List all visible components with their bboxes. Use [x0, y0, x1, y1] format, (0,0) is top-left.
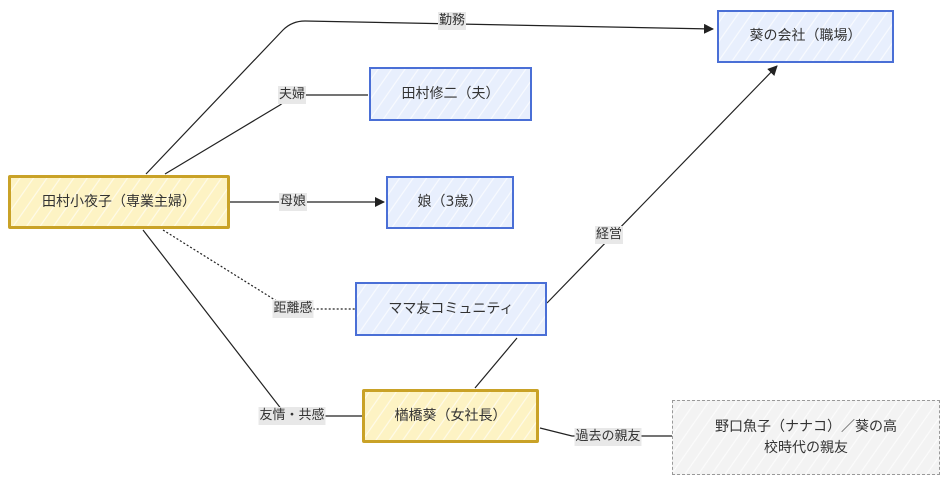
edge-fuufu: [164, 94, 368, 175]
edge-label-kako: 過去の親友: [574, 428, 642, 446]
node-shuji[interactable]: 田村修二（夫）: [369, 67, 532, 121]
node-sayoko-label: 田村小夜子（専業主婦）: [42, 193, 196, 210]
node-company-label: 葵の会社（職場）: [749, 28, 862, 44]
node-nanako-label: 野口魚子（ナナコ）／葵の高校時代の親友: [715, 418, 897, 456]
edge-label-kinmu: 勤務: [437, 12, 467, 30]
node-nanako[interactable]: 野口魚子（ナナコ）／葵の高校時代の親友: [672, 400, 940, 475]
edge-yuujou: [142, 229, 362, 417]
edge-label-fuufu: 夫婦: [277, 86, 307, 104]
edge-kinmu: [145, 20, 714, 175]
edge-label-boujou: 母娘: [278, 193, 308, 211]
node-shuji-label: 田村修二（夫）: [401, 85, 500, 102]
edge-label-yuujou: 友情・共感: [258, 407, 326, 425]
node-daughter[interactable]: 娘（3歳）: [386, 176, 514, 229]
edge-keiei: [474, 66, 777, 389]
edge-label-keiei: 経営: [594, 226, 624, 244]
node-aoi[interactable]: 楢橋葵（女社長）: [362, 389, 539, 443]
node-company[interactable]: 葵の会社（職場）: [717, 10, 894, 63]
node-mamatomo[interactable]: ママ友コミュニティ: [355, 282, 547, 336]
node-sayoko[interactable]: 田村小夜子（専業主婦）: [8, 175, 230, 229]
node-aoi-label: 楢橋葵（女社長）: [394, 407, 507, 424]
edge-kyorikan: [162, 229, 355, 310]
node-daughter-label: 娘（3歳）: [417, 194, 483, 210]
edge-label-kyorikan: 距離感: [272, 300, 314, 318]
node-mamatomo-label: ママ友コミュニティ: [388, 300, 514, 317]
